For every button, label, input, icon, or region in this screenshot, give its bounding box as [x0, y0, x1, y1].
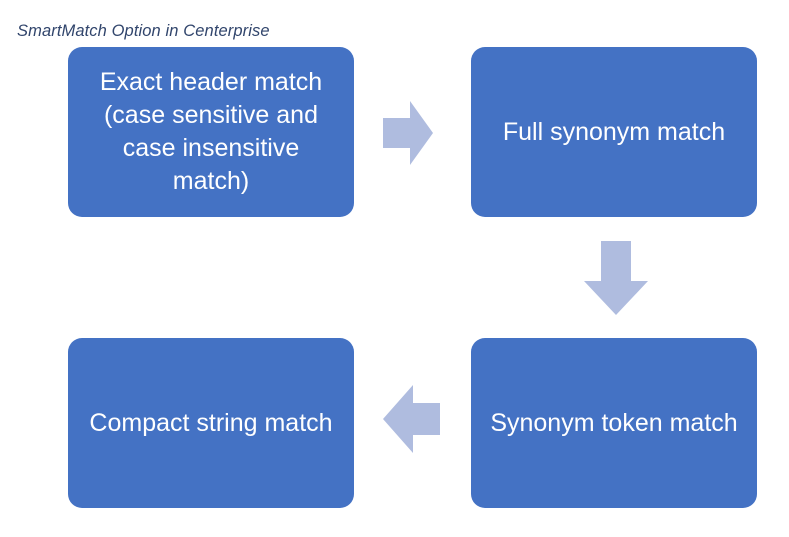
flow-node-label: Full synonym match [502, 117, 726, 146]
arrow-right-icon [383, 101, 433, 165]
diagram-title: SmartMatch Option in Centerprise [17, 22, 270, 40]
arrow-down-icon [584, 241, 648, 315]
flow-node-label: Compact string match [89, 408, 333, 437]
flow-node-synonym-token-match[interactable]: Synonym token match [471, 338, 757, 508]
flow-node-full-synonym-match[interactable]: Full synonym match [471, 47, 757, 217]
flow-node-compact-string-match[interactable]: Compact string match [68, 338, 354, 508]
flow-node-label: Exact header match (case sensitive and c… [99, 68, 323, 195]
flow-node-label: Synonym token match [490, 408, 738, 437]
flow-node-exact-header-match[interactable]: Exact header match (case sensitive and c… [68, 47, 354, 217]
arrow-left-icon [383, 385, 440, 453]
